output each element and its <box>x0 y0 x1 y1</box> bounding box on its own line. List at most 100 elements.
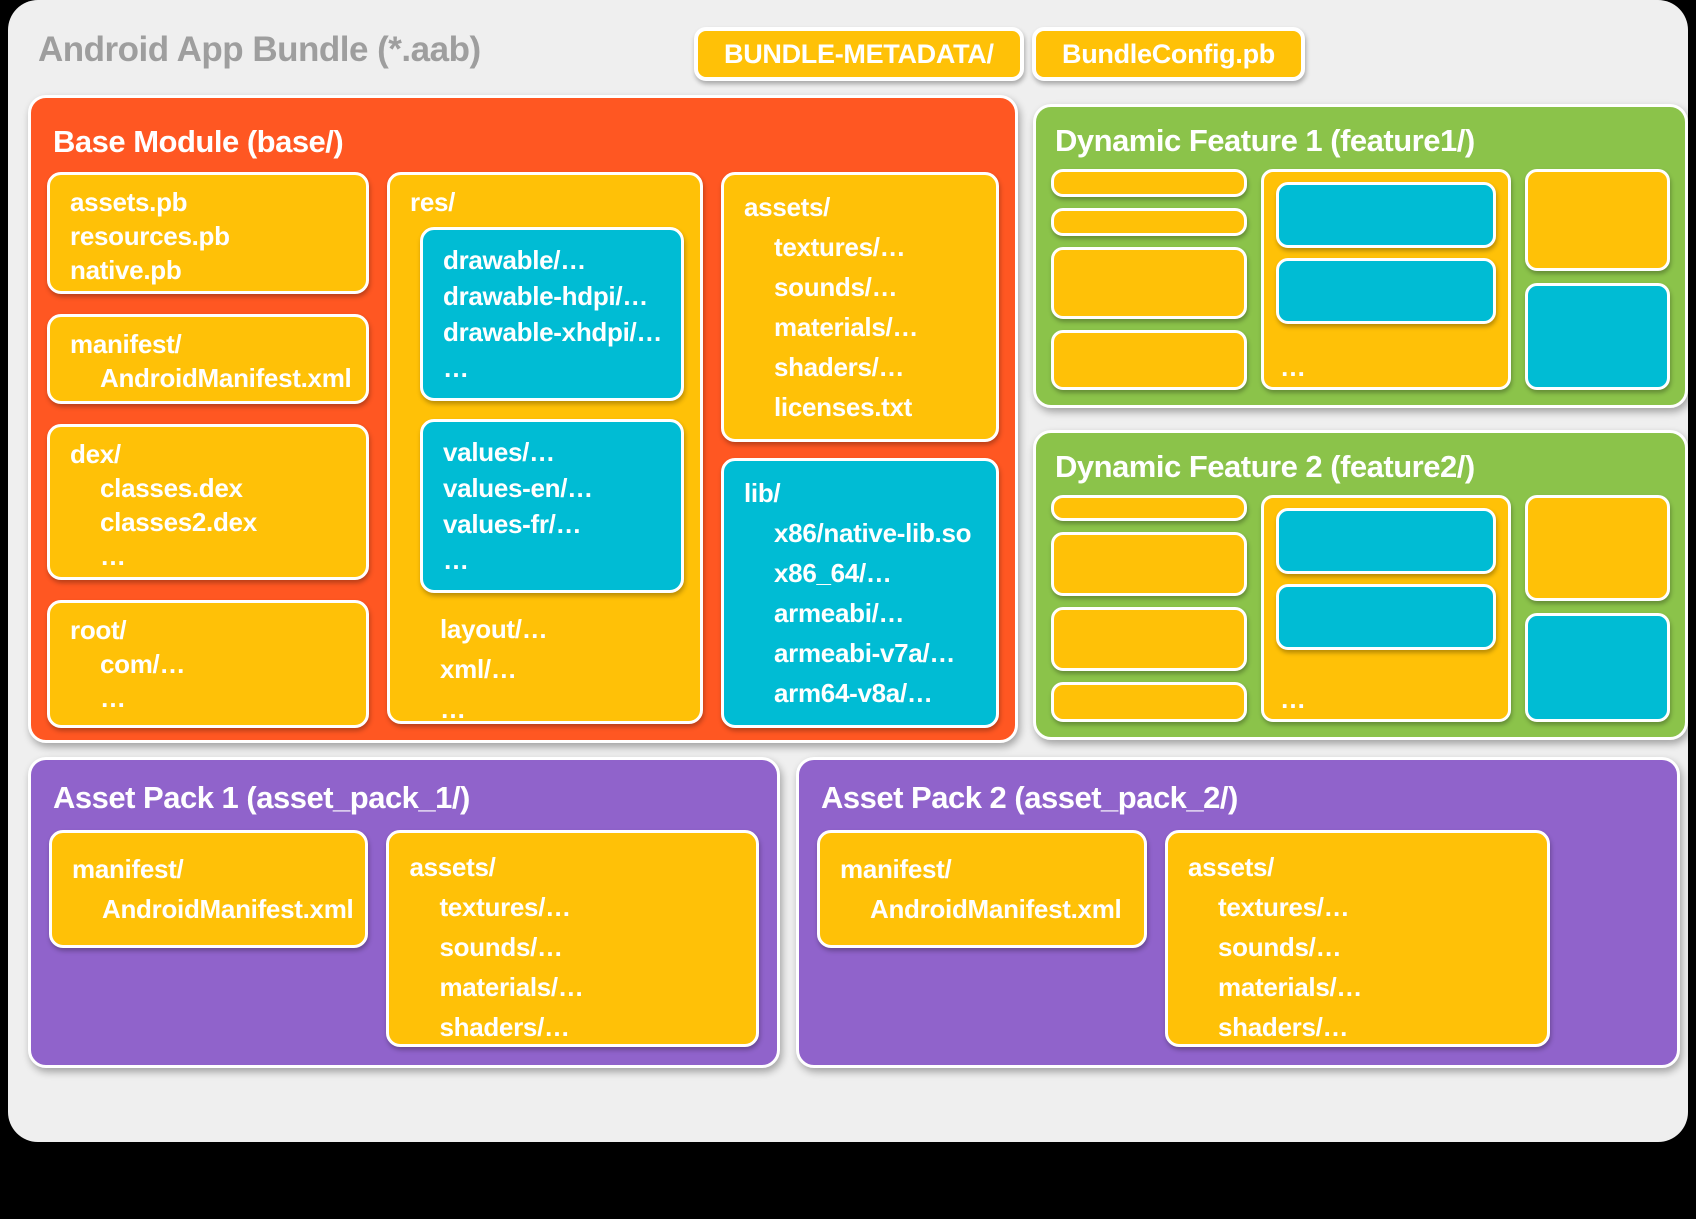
placeholder-box <box>1051 607 1247 671</box>
lib-box: lib/ x86/native-lib.so x86_64/… armeabi/… <box>721 458 999 728</box>
dex-box: dex/ classes.dex classes2.dex … <box>47 424 369 580</box>
dynamic-feature-2-title: Dynamic Feature 2 (feature2/) <box>1055 449 1475 484</box>
folder-line: res/ <box>410 187 456 217</box>
folder-line: sounds/… <box>1218 932 1342 962</box>
placeholder-box <box>1525 613 1670 722</box>
df2-column-2: … <box>1261 495 1511 722</box>
manifest-box: manifest/ AndroidManifest.xml <box>49 830 369 948</box>
base-column-3: assets/ textures/… sounds/… materials/… … <box>721 172 999 728</box>
folder-line: assets/ <box>1188 852 1275 882</box>
asset-pack-1-section: Asset Pack 1 (asset_pack_1/) manifest/ A… <box>28 757 780 1068</box>
assets-box: assets/ textures/… sounds/… materials/… … <box>386 830 759 1047</box>
placeholder-box <box>1525 283 1670 390</box>
file-line: AndroidManifest.xml <box>870 894 1122 924</box>
df2-column-3 <box>1525 495 1670 722</box>
folder-line: drawable-hdpi/… <box>443 281 648 311</box>
folder-line: shaders/… <box>1218 1012 1349 1042</box>
values-box: values/… values-en/… values-fr/… … <box>420 419 684 593</box>
bundle-config-pill: BundleConfig.pb <box>1032 27 1305 81</box>
ellipsis-line: … <box>443 545 469 575</box>
folder-line: root/ <box>70 615 127 645</box>
placeholder-box <box>1525 169 1670 271</box>
folder-line: manifest/ <box>70 329 182 359</box>
folder-line: materials/… <box>774 312 919 342</box>
assets-box: assets/ textures/… sounds/… materials/… … <box>1165 830 1550 1047</box>
folder-line: assets/ <box>744 192 831 222</box>
placeholder-box <box>1276 584 1496 650</box>
res-box-inner: drawable/… drawable-hdpi/… drawable-xhdp… <box>410 227 684 727</box>
df1-column-1 <box>1051 169 1247 390</box>
base-module-title: Base Module (base/) <box>53 124 344 159</box>
placeholder-box <box>1276 258 1496 324</box>
folder-line: layout/… <box>440 614 548 644</box>
folder-line: materials/… <box>439 972 584 1002</box>
bundle-metadata-pill: BUNDLE-METADATA/ <box>694 27 1024 81</box>
dynamic-feature-1-title: Dynamic Feature 1 (feature1/) <box>1055 123 1475 158</box>
folder-line: materials/… <box>1218 972 1363 1002</box>
folder-line: assets/ <box>409 852 496 882</box>
file-line: com/… <box>100 649 186 679</box>
folder-line: shaders/… <box>774 352 905 382</box>
res-box: res/ drawable/… drawable-hdpi/… drawable… <box>387 172 703 724</box>
ellipsis-line: … <box>1280 684 1306 714</box>
asset-pack-2-title: Asset Pack 2 (asset_pack_2/) <box>821 780 1238 815</box>
pb-files-box: assets.pb resources.pb native.pb <box>47 172 369 294</box>
file-line: resources.pb <box>70 221 230 251</box>
ellipsis-line: … <box>443 353 469 383</box>
root-box: root/ com/… … <box>47 600 369 728</box>
folder-line: manifest/ <box>72 854 184 884</box>
asset-pack-2-columns: manifest/ AndroidManifest.xml assets/ te… <box>817 830 1659 1047</box>
df1-column-2: … <box>1261 169 1511 390</box>
file-line: assets.pb <box>70 187 188 217</box>
folder-line: dex/ <box>70 439 121 469</box>
placeholder-box <box>1051 532 1247 596</box>
folder-line: x86_64/… <box>774 558 892 588</box>
folder-line: sounds/… <box>439 932 563 962</box>
placeholder-container-box: … <box>1261 495 1511 722</box>
dynamic-feature-2-section: Dynamic Feature 2 (feature2/) … <box>1033 430 1688 740</box>
placeholder-box <box>1276 508 1496 574</box>
folder-line: lib/ <box>744 478 781 508</box>
ellipsis-line: … <box>100 683 126 713</box>
placeholder-box <box>1051 169 1247 197</box>
assets-box: assets/ textures/… sounds/… materials/… … <box>721 172 999 442</box>
folder-line: manifest/ <box>840 854 952 884</box>
placeholder-box <box>1051 330 1247 390</box>
df2-column-1 <box>1051 495 1247 722</box>
folder-line: xml/… <box>440 654 517 684</box>
folder-line: drawable/… <box>443 245 586 275</box>
folder-line: armeabi-v7a/… <box>774 638 956 668</box>
file-line: x86/native-lib.so <box>774 518 972 548</box>
asset-pack-1-title: Asset Pack 1 (asset_pack_1/) <box>53 780 470 815</box>
placeholder-box <box>1276 182 1496 248</box>
placeholder-container-box: … <box>1261 169 1511 390</box>
file-line: AndroidManifest.xml <box>100 363 352 393</box>
manifest-box: manifest/ AndroidManifest.xml <box>47 314 369 404</box>
folder-line: textures/… <box>774 232 906 262</box>
file-line: classes.dex <box>100 473 243 503</box>
placeholder-box <box>1051 247 1247 319</box>
dynamic-feature-2-columns: … <box>1051 495 1670 722</box>
base-module-columns: assets.pb resources.pb native.pb manifes… <box>47 172 999 728</box>
file-line: classes2.dex <box>100 507 257 537</box>
base-column-1: assets.pb resources.pb native.pb manifes… <box>47 172 369 728</box>
base-module-section: Base Module (base/) assets.pb resources.… <box>28 95 1018 743</box>
asset-pack-1-columns: manifest/ AndroidManifest.xml assets/ te… <box>49 830 759 1047</box>
dynamic-feature-1-columns: … <box>1051 169 1670 390</box>
asset-pack-2-section: Asset Pack 2 (asset_pack_2/) manifest/ A… <box>796 757 1680 1068</box>
folder-line: textures/… <box>1218 892 1350 922</box>
folder-line: values-fr/… <box>443 509 582 539</box>
page-title: Android App Bundle (*.aab) <box>38 30 481 69</box>
file-line: native.pb <box>70 255 182 285</box>
placeholder-box <box>1051 682 1247 722</box>
folder-line: values/… <box>443 437 555 467</box>
folder-line: drawable-xhdpi/… <box>443 317 663 347</box>
drawable-box: drawable/… drawable-hdpi/… drawable-xhdp… <box>420 227 684 401</box>
manifest-box: manifest/ AndroidManifest.xml <box>817 830 1147 948</box>
ellipsis-line: … <box>440 694 466 724</box>
file-line: licenses.txt <box>774 392 913 422</box>
df1-column-3 <box>1525 169 1670 390</box>
placeholder-box <box>1525 495 1670 601</box>
res-extra-lines: layout/… xml/… … <box>410 611 684 727</box>
